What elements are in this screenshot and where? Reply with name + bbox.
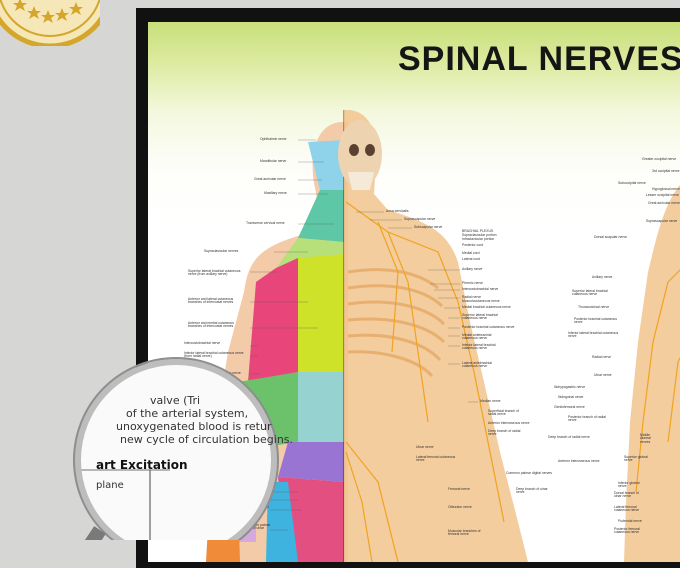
label-left-3: Maxillary nerve: [264, 191, 287, 195]
magnifier-line-1: valve (Tri: [150, 394, 201, 407]
label-left-8: Anterior and medial cutaneous branches o…: [188, 321, 234, 329]
label-right-16: Ilioinguinal nerve: [558, 395, 584, 399]
label-right-4: Lesser occipital nerve: [646, 193, 679, 197]
label-center-2: Subscapular nerve: [414, 225, 443, 229]
label-left-4: Transverse cervical nerve: [246, 221, 285, 225]
label-center-18: Inferior lateral brachial cutaneous nerv…: [462, 343, 496, 351]
label-center-9: Axillary nerve: [462, 267, 483, 271]
label-right-27: Posterior femoral cutaneous nerve: [614, 527, 640, 535]
label-center-5: Infraclavicular portion: [462, 237, 495, 241]
label-right-11: Posterior brachial cutaneous nerve: [574, 317, 617, 325]
back-figure: [624, 185, 680, 562]
star-seal-icon: [0, 0, 100, 46]
label-center-21: Superficial branch of radial nerve: [488, 409, 519, 417]
label-left-11: Medial brachial cutaneous nerve: [192, 371, 241, 375]
label-right-15: Iliohypogastric nerve: [554, 385, 586, 389]
label-center-29: Obturator nerve: [448, 505, 472, 509]
label-center-16: Posterior brachial cutaneous nerve: [462, 325, 515, 329]
label-center-3: BRACHIAL PLEXUS: [462, 229, 494, 233]
dermatome-abdomen: [298, 372, 344, 442]
label-center-22: Anterior interosseous nerve: [488, 421, 530, 425]
label-left-5: Supraclavicular nerves: [204, 249, 239, 253]
label-left-9: Intercostobrachial nerve: [184, 341, 221, 345]
magnifier-line-4: new cycle of circulation begins.: [120, 433, 294, 446]
label-right-7: Dorsal scapular nerve: [594, 235, 627, 239]
label-center-11: Intercostobrachial nerve: [462, 287, 499, 291]
label-center-13: Musculocutaneous nerve: [462, 299, 500, 303]
label-center-1: Suprascapular nerve: [404, 217, 436, 221]
label-center-0: Ansa cervicalis: [386, 209, 409, 213]
dermatome-chest: [298, 254, 344, 372]
label-left-0: Ophthalmic nerve: [260, 137, 287, 141]
label-left-15: Common and proper palmar digital branche…: [228, 523, 271, 534]
magnifier-line-2: of the arterial system,: [126, 407, 249, 420]
label-center-14: Medial brachial cutaneous nerve: [462, 305, 511, 309]
label-center-23: Deep branch of radial nerve: [488, 429, 521, 437]
magnifier-plane: plane: [96, 480, 124, 491]
label-right-14: Ulnar nerve: [594, 373, 612, 377]
label-right-5: Great auricular nerve: [648, 201, 680, 205]
label-center-12: Radial nerve: [462, 295, 482, 299]
label-right-23: Inferior gluteal nerve: [618, 481, 640, 489]
poster: SPINAL NERVES: [148, 22, 680, 562]
label-right-18: Posterior branch of radial nerve: [568, 415, 606, 423]
label-center-25: Lateral femoral cutaneous nerve: [416, 455, 456, 463]
label-right-26: Pudendal nerve: [618, 519, 642, 523]
label-left-6: Superior lateral brachial cutaneous nerv…: [188, 269, 241, 277]
label-right-1: 3rd occipital nerve: [652, 169, 680, 173]
label-right-12: Inferior lateral brachial cutaneous nerv…: [568, 331, 619, 339]
label-center-6: Posterior cord: [462, 243, 484, 247]
label-center-20: Median nerve: [480, 399, 501, 403]
label-right-22: Superior gluteal nerve: [624, 455, 648, 463]
label-center-10: Phrenic nerve: [462, 281, 483, 285]
label-center-8: Lateral cord: [462, 257, 480, 261]
label-center-7: Medial cord: [462, 251, 480, 255]
label-right-0: Greater occipital nerve: [642, 157, 677, 161]
label-right-10: Thoracodorsal nerve: [578, 305, 610, 309]
label-center-19: Lateral antebrachial cutaneous nerve: [462, 361, 492, 369]
magnifier-content: valve (Tri of the arterial system, unoxy…: [96, 394, 294, 491]
label-right-9: Superior lateral brachial cutaneous nerv…: [572, 289, 608, 297]
magnifier-line-3: unoxygenated blood is retur: [116, 420, 272, 433]
label-right-6: Suprascapular nerve: [646, 219, 678, 223]
dermatome-arm-upper: [248, 258, 298, 382]
label-left-2: Great auricular nerve: [254, 177, 286, 181]
label-center-4: Supraclavicular portion: [462, 233, 497, 237]
label-left-10: Inferior lateral brachial cutaneous nerv…: [184, 351, 244, 359]
label-left-14: Dorsal nerve of penis (from pudendal ner…: [228, 505, 269, 513]
label-center-15: Superior lateral brachial cutaneous nerv…: [462, 313, 498, 321]
label-right-8: Axillary nerve: [592, 275, 613, 279]
poster-title: SPINAL NERVES: [398, 40, 680, 78]
label-right-13: Radial nerve: [592, 355, 612, 359]
label-right-19: Deep branch of radial nerve: [548, 435, 590, 439]
label-left-1: Mandibular nerve: [260, 159, 287, 163]
label-right-24: Dorsal branch of ulnar nerve: [614, 491, 639, 499]
label-right-21: Middle cluneal nerves: [640, 433, 651, 444]
label-right-25: Lateral femoral cutaneous nerve: [614, 505, 640, 513]
dermatome-hip: [278, 442, 344, 482]
label-center-26: Common palmar digital nerves: [506, 471, 552, 475]
dermatome-head: [308, 140, 344, 190]
label-right-3: Hypoglossal nerve: [652, 187, 680, 191]
label-center-17: Medial antebrachial cutaneous nerve: [462, 333, 492, 341]
label-right-20: Anterior interosseous nerve: [558, 459, 600, 463]
label-center-27: Deep branch of ulnar nerve: [516, 487, 548, 495]
magnifier-heading: art Excitation: [96, 458, 188, 472]
label-left-7: Anterior and lateral cutaneous branches …: [188, 297, 234, 305]
label-left-13: Ilioinguinal nerve: [240, 497, 266, 501]
label-right-2: Suboccipital nerve: [618, 181, 646, 185]
label-right-17: Genitofemoral nerve: [554, 405, 585, 409]
dermatome-neck: [298, 190, 344, 242]
label-center-30: Muscular branches of femoral nerve: [448, 529, 481, 537]
label-center-24: Ulnar nerve: [416, 445, 434, 449]
label-center-28: Femoral nerve: [448, 487, 470, 491]
